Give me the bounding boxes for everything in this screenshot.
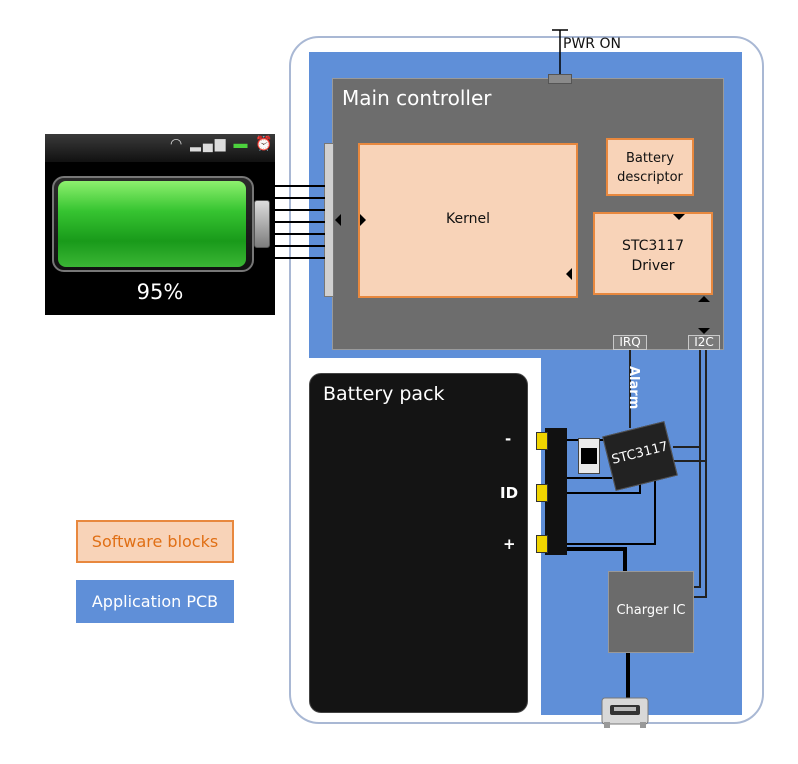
main-controller-title: Main controller xyxy=(342,86,492,110)
terminal-id xyxy=(536,484,548,502)
battery-pack xyxy=(309,373,528,713)
pwr-on-label: PWR ON xyxy=(563,36,621,52)
usb-connector-icon xyxy=(601,697,649,728)
application-pcb-bottom xyxy=(541,356,742,715)
battery-wires xyxy=(567,439,656,545)
terminal-plus xyxy=(536,535,548,553)
terminal-minus xyxy=(536,432,548,450)
battery-status-icon: ▬ xyxy=(233,135,250,151)
battery-pack-title: Battery pack xyxy=(323,383,445,405)
battery-descriptor-line-2: descriptor xyxy=(617,170,683,185)
pwr-on-wire xyxy=(552,29,568,74)
irq-pin: IRQ xyxy=(613,335,647,350)
arrow-left-icon xyxy=(335,214,341,226)
kernel-block: Kernel xyxy=(358,143,578,298)
battery-descriptor-line-1: Battery xyxy=(625,151,675,166)
legend-software-blocks: Software blocks xyxy=(76,520,234,563)
stc-driver-line-2: Driver xyxy=(631,258,675,274)
terminal-strip xyxy=(545,428,567,555)
legend-application-pcb: Application PCB xyxy=(76,580,234,623)
arrow-up-icon xyxy=(698,296,710,302)
arrows xyxy=(335,214,710,334)
alarm-clock-icon: ⏰ xyxy=(255,135,275,151)
display-connector xyxy=(324,143,334,297)
battery-level-fill xyxy=(58,181,246,267)
status-icons: ◠ ▂▄▆ ▬ ⏰ xyxy=(170,135,275,152)
battery-graphic-cap xyxy=(254,200,270,248)
phone-status-bar xyxy=(45,134,275,162)
terminal-plus-label: + xyxy=(503,535,516,553)
i2c-wires xyxy=(673,350,707,598)
arrow-right-icon xyxy=(360,214,366,226)
terminal-minus-label: - xyxy=(505,430,512,448)
arrow-down-icon xyxy=(698,328,710,334)
charger-ic: Charger IC xyxy=(608,571,694,653)
pwr-on-pin xyxy=(548,74,572,84)
alarm-label: Alarm xyxy=(626,366,641,410)
kernel-label: Kernel xyxy=(446,211,490,227)
terminal-id-label: ID xyxy=(500,484,519,502)
display-bus-lines xyxy=(270,185,325,259)
wifi-icon: ◠ xyxy=(170,135,185,151)
i2c-pin: I2C xyxy=(688,335,720,350)
power-wires xyxy=(567,547,630,700)
signal-icon: ▂▄▆ xyxy=(190,135,228,151)
battery-descriptor-block: Battery descriptor xyxy=(606,138,694,196)
stc-driver-line-1: STC3117 xyxy=(621,238,685,254)
arrow-left-icon xyxy=(566,268,572,280)
stc3117-driver-block: STC3117 Driver xyxy=(593,212,713,295)
arrow-down-icon xyxy=(673,214,685,220)
sense-resistor-core xyxy=(581,448,597,464)
battery-percent-label: 95% xyxy=(136,280,184,304)
